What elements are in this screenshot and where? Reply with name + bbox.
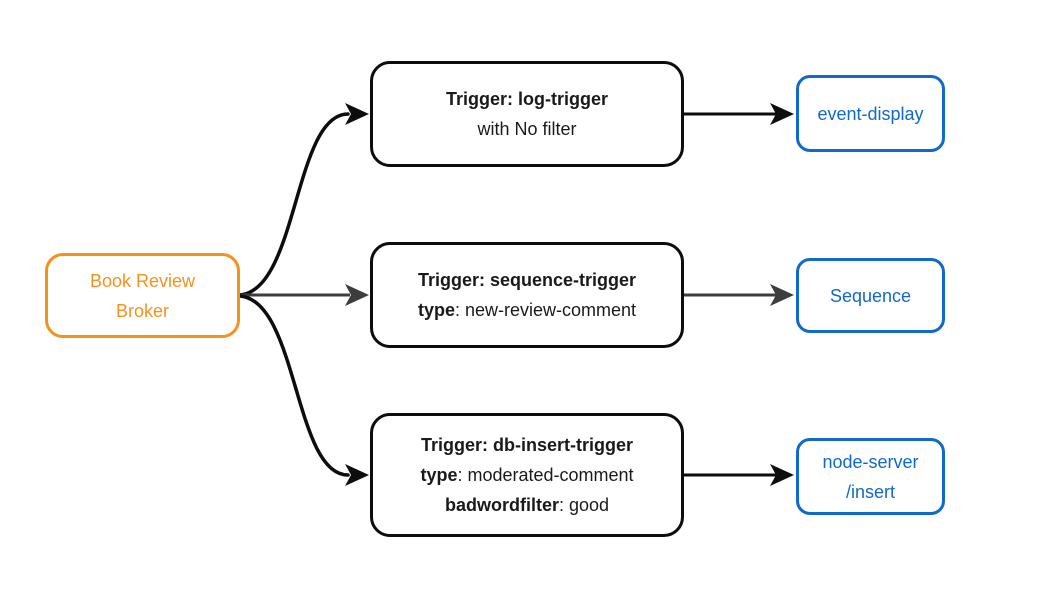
- arrow-broker-to-log-trigger: [238, 103, 369, 297]
- arrow-log-trigger-to-event-display: [684, 103, 794, 125]
- trigger-db-title: Trigger: db-insert-trigger: [420, 435, 633, 455]
- destination-event-display-label: event-display: [817, 103, 924, 124]
- trigger-log-title: Trigger: log-trigger: [446, 89, 608, 109]
- trigger-db-detail-filter: badwordfilter: good: [444, 495, 610, 515]
- trigger-db-detail-type: type: moderated-comment: [420, 465, 634, 485]
- destination-sequence-label: Sequence: [829, 285, 912, 306]
- trigger-node-db-insert: Trigger: db-insert-trigger type: moderat…: [370, 413, 684, 537]
- broker-label-line1: Book Review: [89, 270, 196, 291]
- destination-node-server-label-line1: node-server: [822, 451, 919, 472]
- arrow-broker-to-sequence-trigger: [241, 284, 369, 306]
- destination-node-sequence: Sequence: [796, 258, 945, 333]
- arrow-sequence-trigger-to-sequence: [684, 284, 794, 306]
- broker-label-line2: Broker: [115, 300, 169, 321]
- destination-node-server-label-line2: /insert: [845, 481, 896, 502]
- trigger-node-log: Trigger: log-trigger with No filter: [370, 61, 684, 167]
- trigger-node-sequence: Trigger: sequence-trigger type: new-revi…: [370, 242, 684, 348]
- trigger-sequence-title: Trigger: sequence-trigger: [417, 270, 637, 290]
- arrow-broker-to-db-insert-trigger: [238, 294, 369, 486]
- destination-node-node-server: node-server /insert: [796, 438, 945, 515]
- arrow-db-insert-trigger-to-node-server: [684, 464, 794, 486]
- trigger-sequence-detail: type: new-review-comment: [417, 300, 637, 320]
- destination-node-event-display: event-display: [796, 75, 945, 152]
- broker-node: Book Review Broker: [45, 253, 240, 338]
- trigger-log-detail: with No filter: [477, 119, 577, 139]
